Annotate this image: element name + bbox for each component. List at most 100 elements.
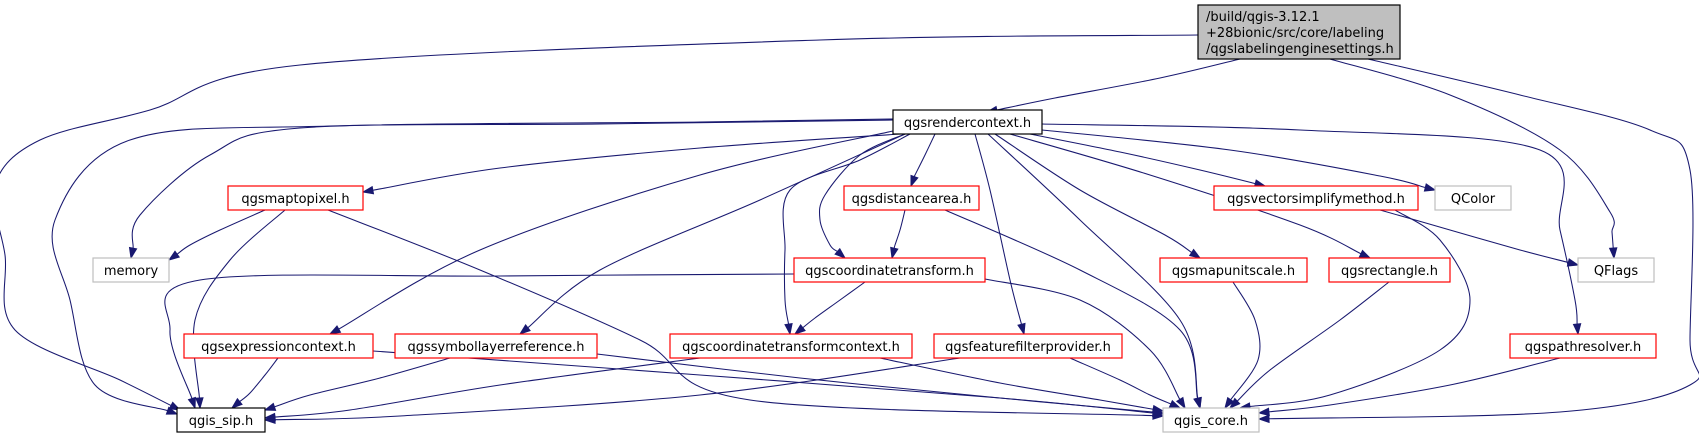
node-qgis_sip[interactable]: qgis_sip.h bbox=[176, 407, 266, 433]
node-qcolor[interactable]: QColor bbox=[1434, 185, 1512, 211]
arrowhead-coordtransformcontext-to-qgis_core bbox=[1151, 404, 1165, 414]
arrowhead-root-to-qflags bbox=[1608, 247, 1618, 260]
arrowhead-coordtransform-to-qgis_core bbox=[1175, 396, 1186, 410]
edge-root-to-qgis_core bbox=[1268, 58, 1699, 420]
edge-rendercontext-to-memory bbox=[131, 119, 894, 249]
node-rectangle-box bbox=[1328, 257, 1451, 283]
edge-coordtransform-to-coordtransformcontext bbox=[802, 281, 866, 329]
node-memory-label: memory bbox=[104, 264, 159, 279]
arrowhead-rendercontext-to-coordtransform bbox=[834, 247, 847, 259]
node-coordtransformcontext[interactable]: qgscoordinatetransformcontext.h bbox=[669, 333, 913, 359]
node-rendercontext-box bbox=[892, 109, 1043, 135]
node-distancearea-label: qgsdistancearea.h bbox=[852, 192, 972, 207]
node-root[interactable]: /build/qgis-3.12.1 +28bionic/src/core/la… bbox=[1197, 4, 1401, 60]
edge-symbollayerref-to-qgis_core bbox=[596, 353, 1154, 413]
node-qflags-label: QFlags bbox=[1594, 264, 1639, 279]
node-coordtransformcontext-label: qgscoordinatetransformcontext.h bbox=[682, 340, 900, 355]
node-distancearea-box bbox=[843, 185, 980, 211]
arrowhead-vectorsimplify-to-qflags bbox=[1566, 258, 1580, 267]
edge-featurefilter-to-qgis_sip bbox=[274, 357, 961, 421]
arrowhead-rendercontext-to-distancearea bbox=[910, 174, 919, 188]
node-rectangle-label: qgsrectangle.h bbox=[1341, 264, 1438, 279]
edge-maptopixel-to-qgis_core bbox=[327, 209, 1154, 417]
node-vectorsimplify[interactable]: qgsvectorsimplifymethod.h bbox=[1213, 185, 1419, 211]
arrowhead-rendercontext-to-rectangle bbox=[1358, 249, 1372, 259]
arrowhead-rendercontext-to-qcolor bbox=[1423, 183, 1437, 192]
node-featurefilter-box bbox=[933, 333, 1123, 359]
node-mapunitscale[interactable]: qgsmapunitscale.h bbox=[1159, 257, 1308, 283]
node-mapunitscale-box bbox=[1159, 257, 1308, 283]
arrowhead-distancearea-to-coordtransform bbox=[890, 246, 899, 260]
arrowhead-rendercontext-to-symbollayerref bbox=[518, 324, 531, 335]
node-memory-box bbox=[92, 257, 170, 283]
arrowhead-featurefilter-to-qgis_sip bbox=[263, 415, 276, 424]
node-maptopixel-box bbox=[227, 185, 364, 211]
edge-vectorsimplify-to-qflags bbox=[1379, 209, 1569, 264]
edge-coordtransformcontext-to-qgis_sip bbox=[274, 357, 701, 418]
edge-rendercontext-to-qgis_core bbox=[987, 133, 1199, 399]
arrowhead-coordtransform-to-coordtransformcontext bbox=[793, 324, 806, 335]
node-symbollayerref[interactable]: qgssymbollayerreference.h bbox=[394, 333, 598, 359]
edge-rendercontext-to-rectangle bbox=[1009, 133, 1362, 255]
node-featurefilter[interactable]: qgsfeaturefilterprovider.h bbox=[933, 333, 1123, 359]
edge-root-to-qgis_sip bbox=[0, 34, 1199, 406]
edge-rendercontext-to-vectorsimplify bbox=[1029, 133, 1256, 185]
edge-maptopixel-to-qgis_sip bbox=[192, 209, 286, 399]
edge-rendercontext-to-qgis_sip bbox=[51, 118, 894, 412]
edge-rendercontext-to-symbollayerref bbox=[527, 133, 906, 329]
edge-rendercontext-to-distancearea bbox=[913, 133, 936, 178]
node-qflags[interactable]: QFlags bbox=[1577, 257, 1655, 283]
edge-rendercontext-to-featurefilter bbox=[974, 133, 1022, 325]
node-qgis_sip-box bbox=[176, 407, 266, 433]
node-qgis_core-label: qgis_core.h bbox=[1174, 414, 1248, 429]
edge-rendercontext-to-qcolor bbox=[1041, 129, 1426, 189]
edge-distancearea-to-qgis_core bbox=[944, 209, 1199, 399]
edge-coordtransform-to-qgis_sip bbox=[164, 273, 795, 399]
arrowhead-pathresolver-to-qgis_core bbox=[1257, 407, 1270, 417]
node-featurefilter-label: qgsfeaturefilterprovider.h bbox=[945, 340, 1111, 355]
arrowhead-rendercontext-to-coordtransformcontext bbox=[784, 323, 793, 336]
node-coordtransform-label: qgscoordinatetransform.h bbox=[805, 264, 974, 279]
arrowhead-rendercontext-to-pathresolver bbox=[1572, 323, 1582, 336]
node-pathresolver-label: qgspathresolver.h bbox=[1525, 340, 1641, 355]
node-symbollayerref-label: qgssymbollayerreference.h bbox=[407, 340, 584, 355]
edges-layer bbox=[0, 34, 1699, 424]
arrowhead-distancearea-to-qgis_core bbox=[1193, 396, 1202, 410]
node-root-line-3: /qgslabelingenginesettings.h bbox=[1206, 42, 1394, 57]
edge-featurefilter-to-qgis_core bbox=[1069, 357, 1172, 405]
edge-expressioncontext-to-qgis_sip bbox=[239, 357, 279, 403]
node-coordtransform-box bbox=[793, 257, 986, 283]
arrowhead-rendercontext-to-maptopixel bbox=[361, 185, 375, 195]
node-distancearea[interactable]: qgsdistancearea.h bbox=[843, 185, 980, 211]
node-pathresolver-box bbox=[1509, 333, 1657, 359]
edge-rendercontext-to-mapunitscale bbox=[994, 133, 1192, 253]
node-pathresolver[interactable]: qgspathresolver.h bbox=[1509, 333, 1657, 359]
edge-coordtransform-to-qgis_core bbox=[984, 278, 1181, 400]
node-expressioncontext-label: qgsexpressioncontext.h bbox=[201, 340, 356, 355]
arrowhead-mapunitscale-to-qgis_core bbox=[1224, 396, 1235, 410]
arrowhead-expressioncontext-to-qgis_sip bbox=[230, 397, 243, 409]
arrowhead-rendercontext-to-memory bbox=[128, 246, 138, 260]
node-coordtransform[interactable]: qgscoordinatetransform.h bbox=[793, 257, 986, 283]
node-rectangle[interactable]: qgsrectangle.h bbox=[1328, 257, 1451, 283]
node-coordtransformcontext-box bbox=[669, 333, 913, 359]
arrowhead-coordtransform-to-qgis_sip bbox=[187, 396, 196, 410]
node-rendercontext-label: qgsrendercontext.h bbox=[904, 116, 1031, 131]
node-qgis_core[interactable]: qgis_core.h bbox=[1162, 407, 1260, 433]
node-qflags-box bbox=[1577, 257, 1655, 283]
node-root-line-1: /build/qgis-3.12.1 bbox=[1206, 10, 1320, 25]
arrowhead-symbollayerref-to-qgis_sip bbox=[263, 402, 277, 411]
arrowhead-maptopixel-to-memory bbox=[167, 250, 181, 261]
edge-distancearea-to-coordtransform bbox=[893, 209, 906, 249]
edge-root-to-qflags bbox=[1329, 58, 1615, 249]
node-expressioncontext-box bbox=[183, 333, 374, 359]
node-vectorsimplify-label: qgsvectorsimplifymethod.h bbox=[1227, 192, 1405, 207]
edge-rendercontext-to-pathresolver bbox=[1041, 123, 1578, 325]
node-rendercontext[interactable]: qgsrendercontext.h bbox=[892, 109, 1043, 135]
node-memory[interactable]: memory bbox=[92, 257, 170, 283]
edge-coordtransformcontext-to-qgis_core bbox=[879, 357, 1154, 410]
arrowhead-root-to-qgis_core bbox=[1257, 414, 1270, 424]
node-maptopixel[interactable]: qgsmaptopixel.h bbox=[227, 185, 364, 211]
edge-mapunitscale-to-qgis_core bbox=[1230, 281, 1261, 401]
node-expressioncontext[interactable]: qgsexpressioncontext.h bbox=[183, 333, 374, 359]
